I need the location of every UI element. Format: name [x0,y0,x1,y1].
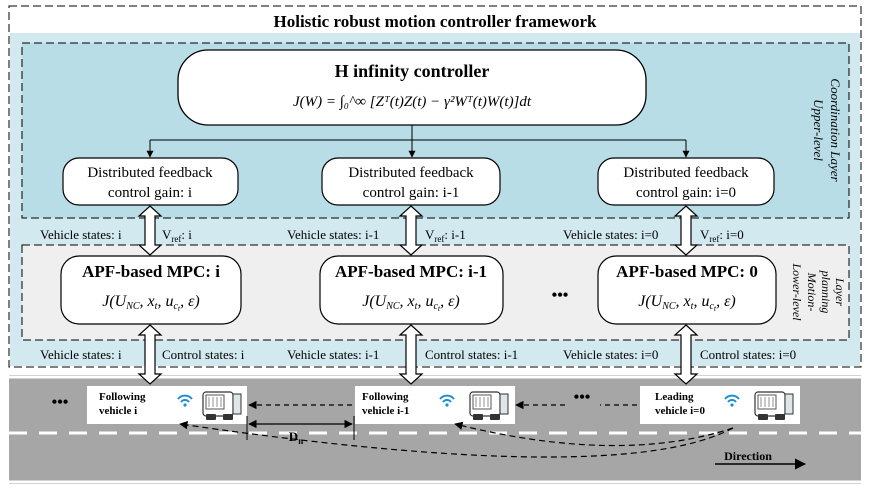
vehicle-label-line1: Leading [655,391,694,403]
direction-label: Direction [724,449,772,463]
vehicle-label-line1: Following [362,391,409,403]
lower-states-label: Vehicle states: i [40,347,122,362]
gain-label-line1: Distributed feedback [87,165,213,181]
upper-layer-label-2: Coordination Layer [828,78,843,182]
double-arrow-upper-2 [673,205,699,256]
upper-states-label: Vehicle states: i [40,227,122,242]
double-arrow-lower-0 [137,324,163,385]
hinf-title: H infinity controller [335,61,490,81]
vref-label: Vref: i [162,227,192,244]
vehicle-label-line2: vehicle i=0 [655,405,705,417]
lower-states-label: Vehicle states: i-1 [287,347,379,362]
gap-label: Dn [289,429,303,446]
double-arrow-lower-2 [673,324,699,385]
mpc-title: APF-based MPC: i-1 [335,262,487,281]
upper-layer-label-1: Upper-level [811,99,826,161]
wifi-icon [439,394,455,407]
vehicle-label-line2: vehicle i [99,405,137,417]
lower-control-label: Control states: i-1 [425,347,518,362]
vehicle-label-line2: vehicle i-1 [362,405,409,417]
mpc-title: APF-based MPC: i [82,262,220,281]
double-arrow-upper-1 [398,205,424,256]
double-arrow-upper-0 [137,205,163,256]
gain-box-i: Distributed feedback control gain: i [62,157,239,206]
gain-label-line2: control gain: i=0 [636,185,736,201]
upper-states-label: Vehicle states: i-1 [287,227,379,242]
lower-layer-label-1: Lower-level [790,262,804,321]
lower-control-label: Control states: i [162,347,245,362]
gain-label-line2: control gain: i [108,185,192,201]
lead-broadcast-arrow-i-1 [454,421,734,447]
lower-layer-label-4: Layer [833,277,847,306]
lead-broadcast-arrow-i [179,420,734,458]
lower-control-label: Control states: i=0 [700,347,796,362]
road-ellipsis-left: ••• [52,394,69,411]
vehicle-label-line1: Following [99,391,146,403]
lower-layer-label-3: planning [819,270,833,314]
lower-states-label: Vehicle states: i=0 [563,347,658,362]
upper-states-label: Vehicle states: i=0 [563,227,658,242]
vehicle-leading-i0: Leading vehicle i=0 [640,386,800,424]
wifi-icon [724,394,740,407]
gain-label-line1: Distributed feedback [348,165,474,181]
mpc-title: APF-based MPC: 0 [616,262,758,281]
lower-layer-label-2: Motion- [805,272,819,312]
gain-box-i-1: Distributed feedback control gain: i-1 [321,157,501,206]
framework-title: Holistic robust motion controller framew… [274,12,598,31]
gain-box-i0: Distributed feedback control gain: i=0 [597,157,775,206]
hinf-formula: J(W) = ∫₀^∞ [Zᵀ(t)Z(t) − γ²Wᵀ(t)W(t)]dt [293,94,532,110]
gain-label-line2: control gain: i-1 [363,185,460,201]
wifi-icon [177,394,193,407]
mpc-box-i-1: APF-based MPC: i-1 J(UNC, xt, uct, ε) [319,255,504,325]
double-arrows-lower [137,324,699,385]
mpc-box-0: APF-based MPC: 0 J(UNC, xt, uct, ε) [597,255,777,325]
vref-label: Vref: i-1 [425,227,466,244]
gain-label-line1: Distributed feedback [623,165,749,181]
mpc-ellipsis: ••• [552,287,569,304]
double-arrows-upper [137,205,699,256]
mpc-box-i: APF-based MPC: i J(UNC, xt, uct, ε) [60,255,242,325]
vehicle-following-i-1: Following vehicle i-1 [355,386,515,424]
vref-label: Vref: i=0 [700,227,744,244]
double-arrow-lower-1 [398,324,424,385]
vehicle-following-i: Following vehicle i [87,386,247,424]
road-ellipsis-mid: ••• [574,389,591,406]
